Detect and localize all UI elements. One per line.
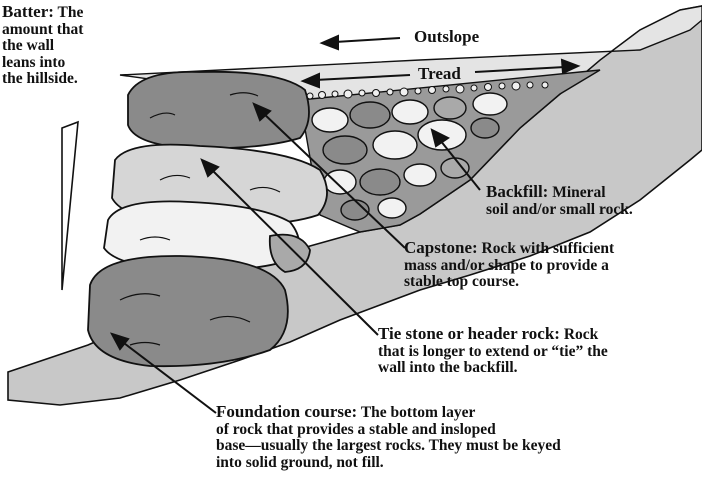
foundation-line-3: base—usually the largest rocks. They mus… [216,437,561,454]
capstone-term: Capstone: [404,238,478,257]
foundation-line-4: into solid ground, not fill. [216,454,384,471]
batter-line-1: The [58,4,84,21]
tie-stone-line-3: wall into the backfill. [378,359,518,376]
tie-stone-line-2: that is longer to extend or “tie” the [378,343,608,360]
batter-label: Batter: The amount that the wall leans i… [2,4,142,88]
batter-line-2: amount that [2,21,83,38]
batter-term: Batter: [2,2,54,21]
foundation-label: Foundation course: The bottom layer of r… [216,404,700,471]
backfill-term: Backfill: [486,182,548,201]
backfill-label: Backfill: Mineral soil and/or small rock… [486,184,700,218]
foundation-line-1: The bottom layer [361,404,476,421]
tie-stone-line-1: Rock [564,326,598,343]
batter-line-3: the wall [2,37,54,54]
backfill-line-2: soil and/or small rock. [486,201,633,218]
capstone-rock [128,72,309,148]
capstone-line-1: Rock with sufficient [482,240,615,257]
batter-triangle [62,122,78,290]
backfill-line-1: Mineral [552,184,605,201]
tread-label: Tread [418,64,461,84]
batter-line-5: the hillside. [2,70,78,87]
capstone-line-2: mass and/or shape to provide a [404,257,609,274]
capstone-line-3: stable top course. [404,273,519,290]
foundation-rock [88,256,288,366]
tie-stone-term: Tie stone or header rock: [378,324,560,343]
batter-line-4: leans into [2,54,65,71]
foundation-term: Foundation course: [216,402,357,421]
foundation-line-2: of rock that provides a stable and inslo… [216,421,496,438]
capstone-label: Capstone: Rock with sufficient mass and/… [404,240,700,291]
outslope-label: Outslope [414,27,479,47]
tie-stone-label: Tie stone or header rock: Rock that is l… [378,326,700,377]
